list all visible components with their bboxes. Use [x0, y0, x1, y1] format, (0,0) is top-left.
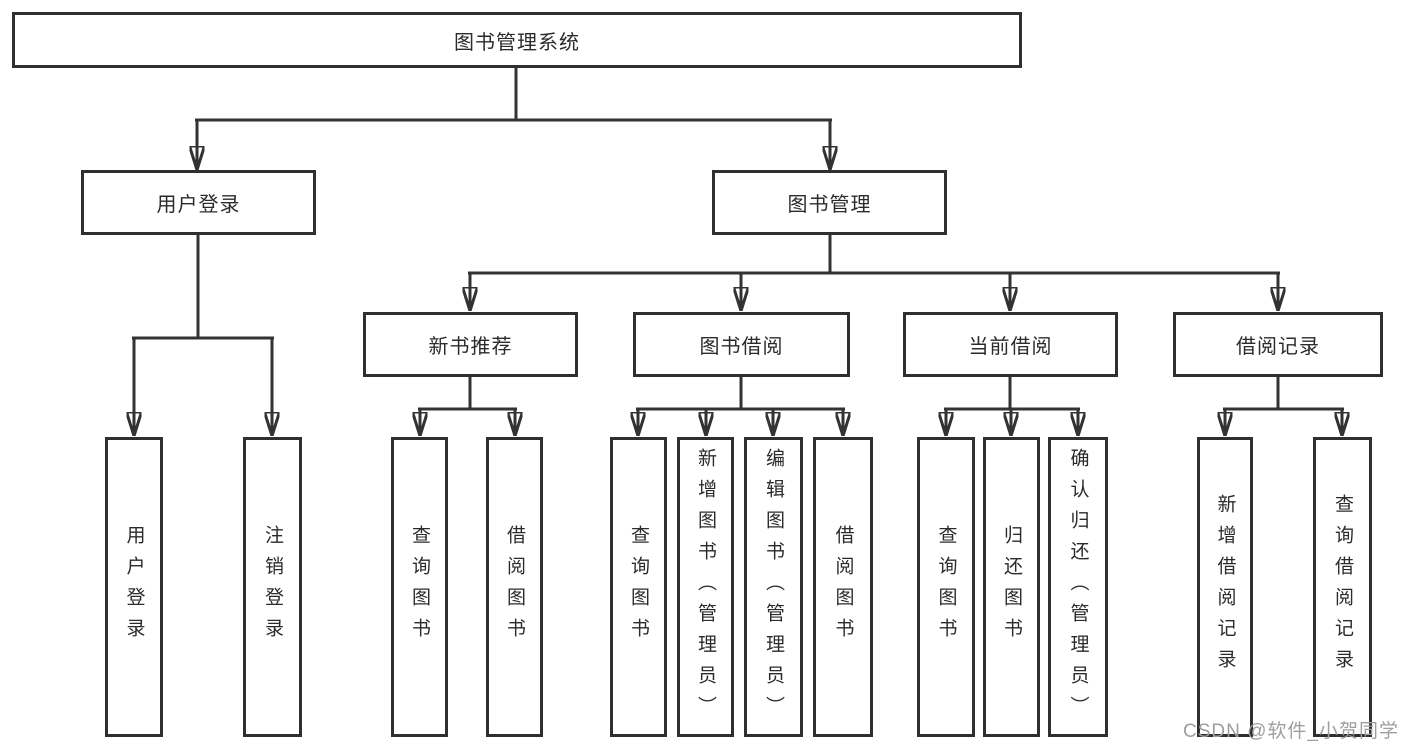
node-label: 当前借阅	[968, 336, 1053, 358]
leaf-label: 用户登录	[123, 525, 145, 649]
node-label: 新书推荐	[428, 336, 513, 358]
leaf-borrow-books-recommend: 借阅图书	[486, 437, 543, 737]
leaf-query-books-current: 查询图书	[917, 437, 975, 737]
node-book-borrow: 图书借阅	[633, 312, 850, 377]
node-user-login: 用户登录	[81, 170, 316, 235]
leaf-label: 查询图书	[628, 525, 649, 649]
leaf-return-books: 归还图书	[983, 437, 1040, 737]
node-book-management: 图书管理	[712, 170, 947, 235]
node-label: 用户登录	[156, 194, 241, 216]
leaf-label: 编辑图书（管理员）	[763, 447, 784, 727]
leaf-label: 借阅图书	[832, 525, 854, 649]
leaf-add-books-admin: 新增图书（管理员）	[677, 437, 734, 737]
leaf-edit-books-admin: 编辑图书（管理员）	[744, 437, 803, 737]
leaf-label: 确认归还（管理员）	[1067, 447, 1089, 727]
leaf-user-login: 用户登录	[105, 437, 163, 737]
leaf-label: 新增图书（管理员）	[695, 447, 716, 727]
node-label: 图书管理	[787, 194, 872, 216]
node-label: 图书借阅	[699, 336, 784, 358]
csdn-watermark: CSDN @软件_小贺同学	[1183, 721, 1399, 742]
node-book-management-system: 图书管理系统	[12, 12, 1022, 68]
node-label: 图书管理系统	[454, 31, 580, 54]
node-borrow-records: 借阅记录	[1173, 312, 1383, 377]
leaf-label: 新增借阅记录	[1214, 494, 1236, 680]
leaf-query-books-borrow: 查询图书	[610, 437, 667, 737]
leaf-label: 查询借阅记录	[1332, 494, 1353, 680]
leaf-query-borrow-record: 查询借阅记录	[1313, 437, 1372, 737]
leaf-label: 归还图书	[1001, 525, 1022, 649]
leaf-add-borrow-record: 新增借阅记录	[1197, 437, 1253, 737]
leaf-label: 注销登录	[262, 525, 283, 649]
node-label: 借阅记录	[1236, 336, 1320, 358]
leaf-label: 借阅图书	[504, 525, 525, 649]
leaf-label: 查询图书	[935, 525, 957, 649]
leaf-borrow-books: 借阅图书	[813, 437, 873, 737]
node-new-book-recommend: 新书推荐	[363, 312, 578, 377]
connector-skeleton	[132, 68, 1344, 411]
leaf-query-books-recommend: 查询图书	[391, 437, 448, 737]
leaf-logout: 注销登录	[243, 437, 302, 737]
leaf-label: 查询图书	[409, 525, 430, 649]
leaf-confirm-return-admin: 确认归还（管理员）	[1048, 437, 1108, 737]
node-current-borrow: 当前借阅	[903, 312, 1118, 377]
